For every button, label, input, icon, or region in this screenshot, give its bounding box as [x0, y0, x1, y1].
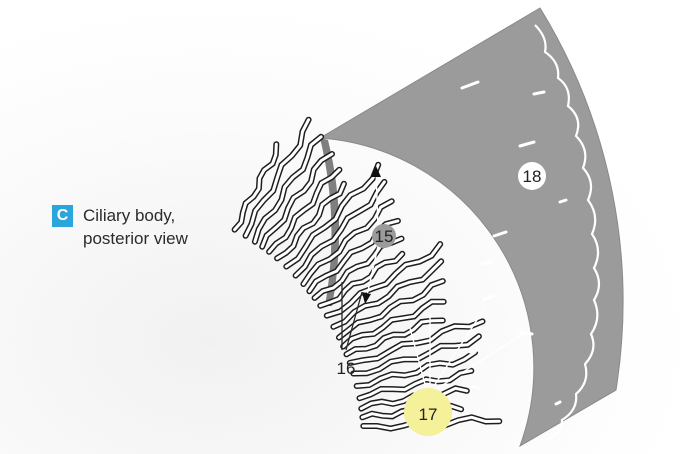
arrowheads: [362, 166, 381, 304]
ciliary-process: [325, 242, 442, 318]
ciliary-process: [355, 350, 477, 388]
label-15-bg: [372, 224, 396, 248]
ciliary-process: [345, 319, 445, 356]
label-16: 16: [337, 359, 356, 378]
ora-serrata-edge: [534, 24, 601, 442]
ciliary-process: [337, 279, 445, 339]
pars-plana-spots-group: [460, 80, 568, 406]
pars-plana-spot: [460, 80, 480, 90]
ciliary-process: [267, 168, 341, 254]
leader-17-a: [409, 327, 427, 389]
arrowhead-15-down: [362, 292, 371, 304]
caption-line-2: posterior view: [83, 229, 188, 248]
pars-plana-spot: [518, 140, 536, 148]
leader-17-d: [437, 331, 527, 389]
ciliary-process: [284, 163, 380, 268]
ciliary-process: [331, 259, 443, 329]
label-15: 15: [375, 227, 394, 246]
ciliary-process: [351, 334, 481, 375]
inner-edge-shadow: [320, 138, 340, 306]
pars-plana-spot: [532, 90, 546, 96]
ciliary-process: [275, 182, 346, 260]
pars-plana-spot: [482, 294, 496, 302]
leader-lines: [365, 169, 527, 389]
pars-plana-spot: [492, 230, 508, 238]
label-18: 18: [523, 167, 542, 186]
label-17-highlight: [404, 388, 452, 436]
leader-15-up: [375, 169, 379, 229]
ciliary-body-sector: [318, 7, 624, 448]
label-17: 17: [419, 405, 438, 424]
ciliary-process: [301, 199, 394, 286]
ciliary-process: [244, 118, 311, 238]
pars-plana-spot: [468, 384, 480, 390]
figure-caption: C Ciliary body, posterior view: [52, 204, 188, 250]
ciliary-process: [318, 252, 404, 308]
pars-plana-spot: [468, 348, 480, 354]
pars-plana-spot: [554, 400, 562, 406]
pars-plana-spot: [518, 330, 534, 336]
pars-plana-spot: [480, 260, 494, 266]
ciliary-process: [233, 142, 278, 232]
ciliary-process: [294, 180, 386, 278]
leader-16-b: [345, 291, 363, 351]
pars-plana-spot: [558, 198, 568, 204]
arrowhead-15-up: [371, 166, 381, 177]
leader-17-c: [433, 305, 487, 387]
caption-line-1: Ciliary body,: [83, 206, 176, 225]
leader-15-down: [365, 245, 379, 301]
label-18-bg: [518, 162, 546, 190]
ciliary-process: [348, 319, 484, 365]
caption-text: Ciliary body, posterior view: [83, 204, 188, 250]
leader-lines-dark: [341, 282, 363, 351]
ciliary-process: [260, 152, 334, 249]
caption-badge: C: [52, 205, 73, 227]
ciliary-process: [253, 135, 323, 244]
ciliary-process: [341, 300, 446, 348]
